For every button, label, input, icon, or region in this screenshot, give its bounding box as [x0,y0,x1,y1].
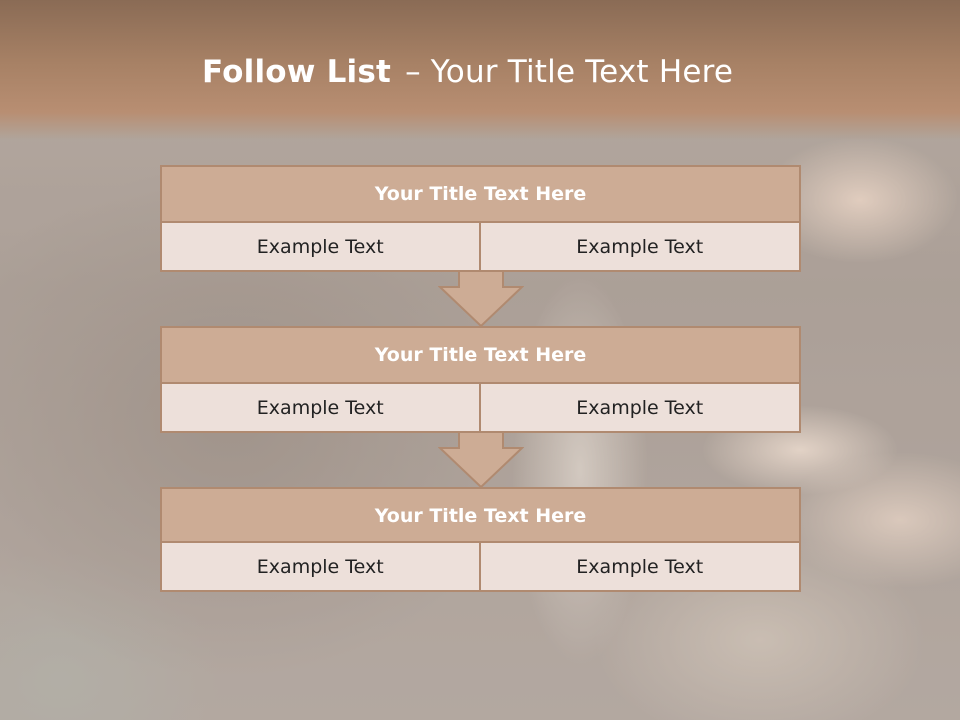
down-arrow-icon [438,271,524,327]
title-rest-part: Your Title Text Here [430,54,734,90]
step-1-left-cell: Example Text [160,221,481,272]
step-3-row: Example Text Example Text [160,541,801,592]
title-dash: – [405,54,421,90]
step-3-right-cell: Example Text [480,541,801,592]
down-arrow-icon [438,432,524,488]
step-2-right-cell: Example Text [480,382,801,433]
step-1-title: Your Title Text Here [374,183,587,205]
step-1-title-box: Your Title Text Here [160,165,801,223]
title-bold-part: Follow List [202,54,392,90]
step-1-right-cell: Example Text [480,221,801,272]
step-2-title-box: Your Title Text Here [160,326,801,384]
step-2-title: Your Title Text Here [374,344,587,366]
slide-title: Follow List–Your Title Text Here [202,54,733,90]
step-1-row: Example Text Example Text [160,221,801,272]
step-2-row: Example Text Example Text [160,382,801,433]
step-3-title-box: Your Title Text Here [160,487,801,545]
step-3-title: Your Title Text Here [374,505,587,527]
step-3-left-cell: Example Text [160,541,481,592]
step-2-left-cell: Example Text [160,382,481,433]
title-band [0,0,960,140]
